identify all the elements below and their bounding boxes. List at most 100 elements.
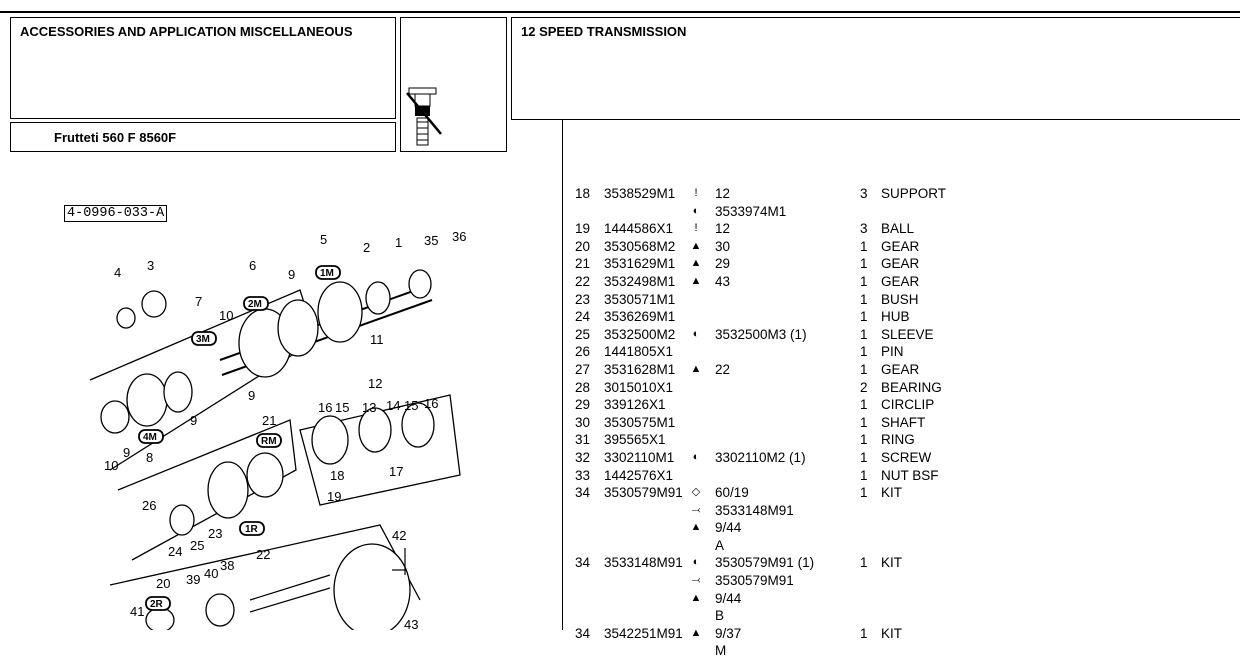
group-icon-box [400, 17, 507, 152]
diagram-part-code: 4-0996-033-A [64, 205, 168, 222]
description: KIT [881, 625, 903, 641]
svg-text:9: 9 [123, 445, 130, 460]
exclamation-icon: ! [694, 187, 698, 199]
description: KIT [881, 555, 903, 571]
part-number: 3531628M1 [604, 361, 676, 377]
section-title: ACCESSORIES AND APPLICATION MISCELLANEOU… [20, 24, 353, 39]
part-number: 3536269M1 [604, 309, 676, 325]
description: SUPPORT [881, 186, 947, 201]
quantity: 1 [860, 238, 868, 254]
top-rule [0, 11, 1240, 13]
note-text: 9/44 [715, 590, 742, 606]
exclamation-icon: ! [694, 222, 698, 235]
item-number: 30 [575, 414, 591, 430]
svg-text:3M: 3M [196, 334, 210, 345]
part-number: 339126X1 [604, 397, 666, 413]
svg-text:15: 15 [404, 398, 418, 413]
svg-text:36: 36 [452, 229, 466, 244]
section-title-box: ACCESSORIES AND APPLICATION MISCELLANEOU… [10, 17, 396, 119]
column-divider [562, 120, 563, 630]
item-number: 34 [575, 485, 591, 501]
half-circle-icon: ◐ [692, 450, 700, 463]
part-number: 3532498M1 [604, 273, 676, 289]
svg-text:15: 15 [335, 400, 349, 415]
svg-text:12: 12 [368, 376, 382, 391]
part-number: 3532500M2 [604, 326, 676, 342]
item-number: 33 [575, 467, 591, 483]
svg-text:39: 39 [186, 572, 200, 587]
item-number: 21 [575, 256, 591, 272]
svg-text:35: 35 [424, 233, 438, 248]
arrow-icon: ⤙ [691, 503, 701, 516]
part-number: 395565X1 [604, 432, 666, 448]
item-number: 24 [575, 309, 591, 325]
item-number: 28 [575, 379, 591, 395]
item-number: 29 [575, 397, 591, 413]
svg-text:10: 10 [219, 308, 233, 323]
part-number: 3302110M1 [604, 449, 675, 465]
transmission-icon [406, 87, 442, 146]
item-number: 27 [575, 361, 591, 377]
part-number: 3530575M1 [604, 414, 676, 430]
svg-text:16: 16 [424, 396, 438, 411]
svg-text:21: 21 [262, 413, 276, 428]
svg-text:1M: 1M [320, 268, 334, 279]
quantity: 1 [860, 432, 868, 448]
note-text: 12 [715, 186, 731, 201]
part-number: 3533148M91 [604, 555, 683, 571]
tractor-icon: ▲ [690, 521, 702, 534]
item-number: 20 [575, 238, 591, 254]
svg-text:4M: 4M [143, 432, 157, 443]
quantity: 1 [860, 449, 868, 465]
description: GEAR [881, 273, 920, 289]
quantity: 1 [860, 309, 868, 325]
description: GEAR [881, 361, 920, 377]
svg-text:9: 9 [190, 413, 197, 428]
note-text: 3530579M91 (1) [715, 555, 815, 571]
tractor-icon: ▲ [690, 362, 702, 375]
eye-icon: ◇ [691, 486, 701, 499]
svg-text:23: 23 [208, 526, 222, 541]
part-number: 3530579M91 [604, 485, 683, 501]
note-text: B [715, 608, 725, 624]
model-name: Frutteti 560 F 8560F [54, 130, 177, 145]
description: CIRCLIP [881, 397, 935, 413]
description: PIN [881, 344, 904, 360]
svg-text:8: 8 [146, 450, 153, 465]
part-number: 3015010X1 [604, 379, 674, 395]
note-text: 3533974M1 [715, 203, 787, 219]
tractor-icon: ▲ [690, 274, 702, 287]
part-number: 3530568M2 [604, 238, 676, 254]
description: KIT [881, 485, 903, 501]
part-number: 1442576X1 [604, 467, 674, 483]
svg-text:2R: 2R [150, 599, 164, 610]
part-number: 1444586X1 [604, 221, 674, 237]
note-text: 3533148M91 [715, 502, 794, 518]
quantity: 1 [860, 555, 868, 571]
item-number: 23 [575, 291, 591, 307]
quantity: 1 [860, 361, 868, 377]
svg-text:6: 6 [249, 258, 256, 273]
quantity: 1 [860, 414, 868, 430]
description: SHAFT [881, 414, 926, 430]
description: GEAR [881, 238, 920, 254]
half-circle-icon: ◐ [692, 556, 700, 569]
svg-text:2: 2 [363, 240, 370, 255]
note-text: 22 [715, 361, 731, 377]
svg-text:9: 9 [288, 267, 295, 282]
quantity: 1 [860, 291, 868, 307]
svg-text:22: 22 [256, 547, 270, 562]
description: BALL [881, 221, 915, 237]
svg-text:24: 24 [168, 544, 182, 559]
svg-text:19: 19 [327, 489, 341, 504]
svg-text:17: 17 [389, 464, 403, 479]
svg-text:40: 40 [204, 566, 218, 581]
svg-text:16: 16 [318, 400, 332, 415]
svg-text:14: 14 [386, 398, 400, 413]
svg-text:4: 4 [114, 265, 121, 280]
svg-text:1: 1 [395, 235, 402, 250]
quantity: 1 [860, 344, 868, 360]
quantity: 3 [860, 186, 868, 201]
svg-text:25: 25 [190, 538, 204, 553]
item-number: 26 [575, 344, 591, 360]
